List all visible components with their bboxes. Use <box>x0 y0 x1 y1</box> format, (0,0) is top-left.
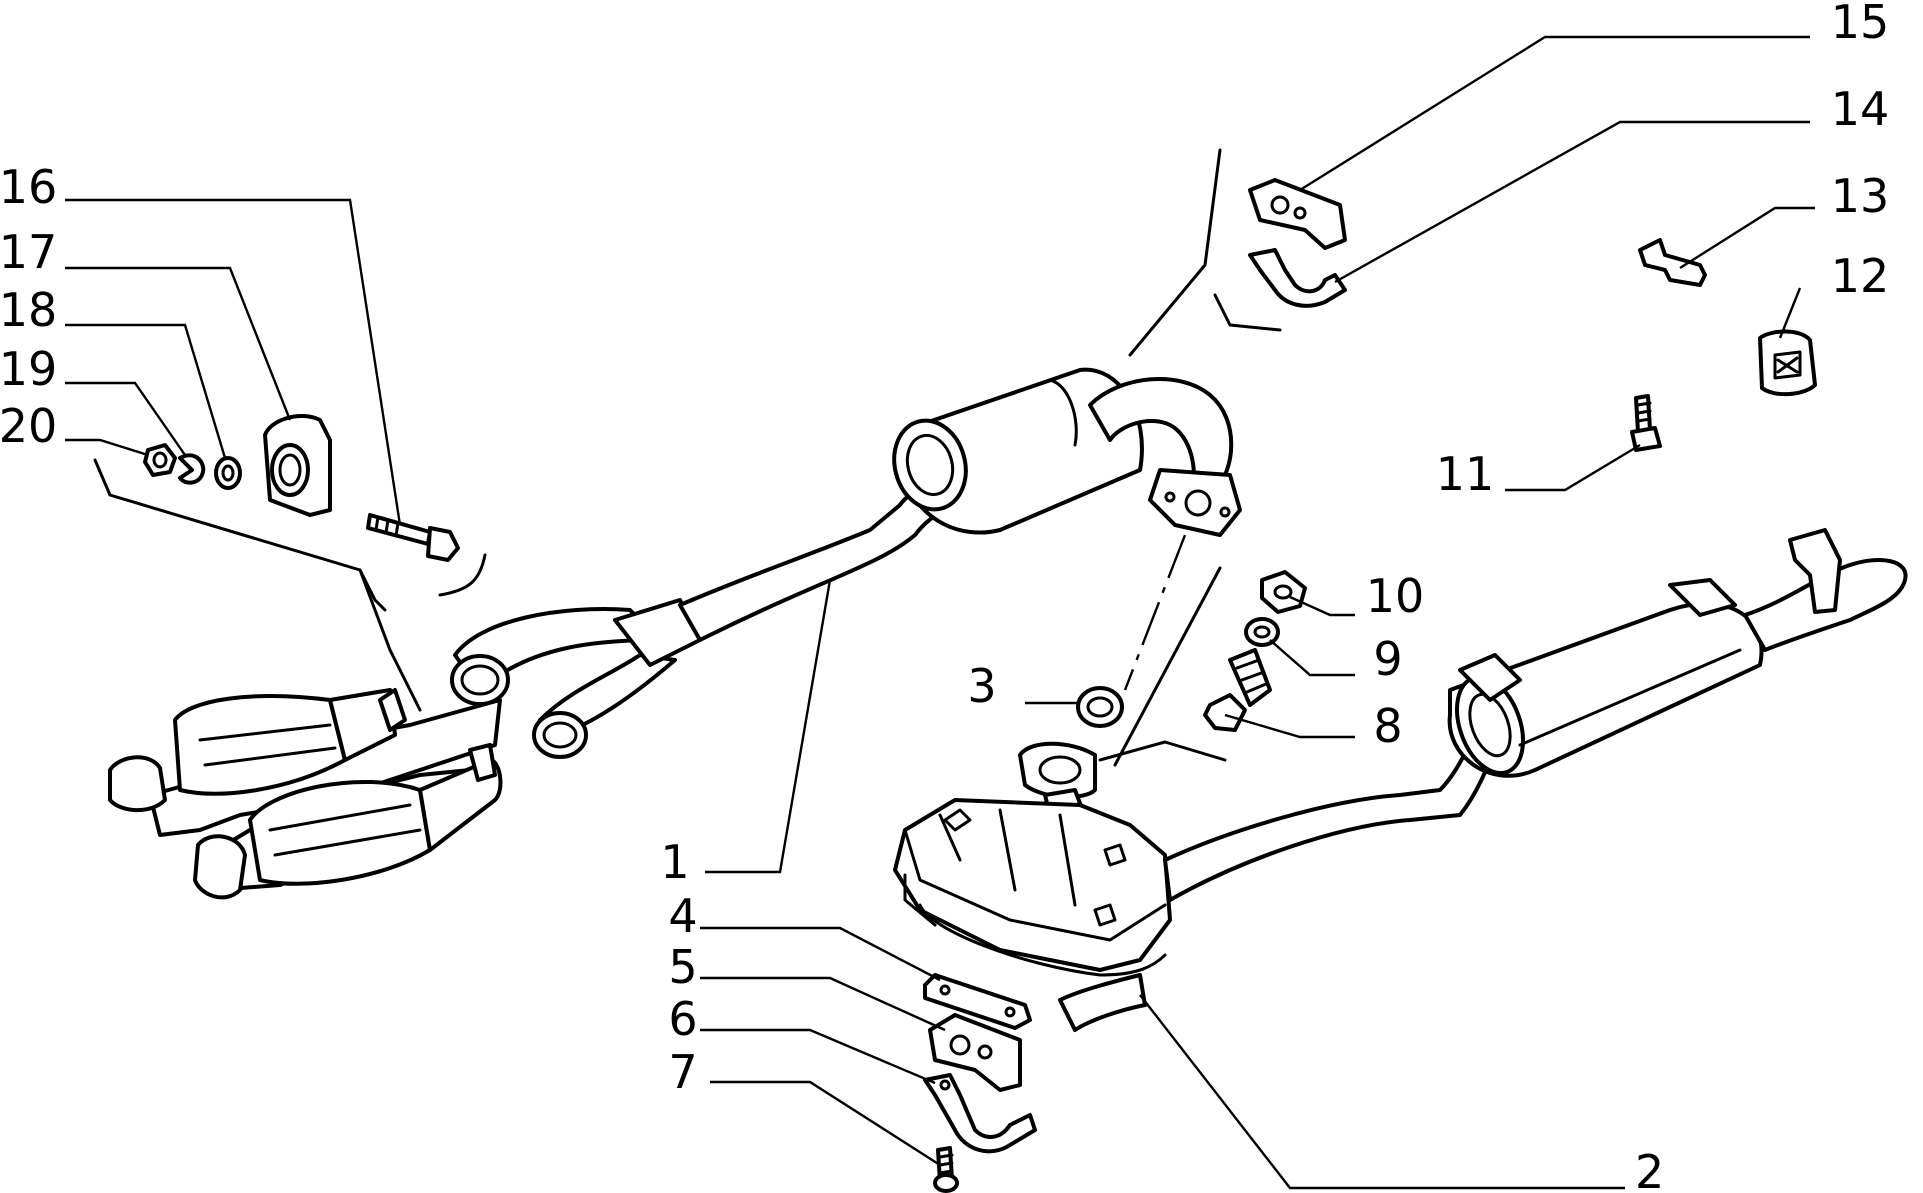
callout-13: 13 <box>1831 169 1890 223</box>
callout-9: 9 <box>1373 632 1402 686</box>
nut-20 <box>143 443 177 477</box>
callout-6: 6 <box>668 992 697 1046</box>
alignment-line <box>1123 534 1187 691</box>
rubber-insulator <box>1758 329 1817 397</box>
rubber-bush <box>263 414 332 517</box>
gasket-ring <box>1076 686 1124 728</box>
callout-19: 19 <box>0 342 57 396</box>
nut-10 <box>1260 570 1307 614</box>
front-pipe-assembly <box>450 367 1242 759</box>
callout-7: 7 <box>668 1045 697 1099</box>
screw-small <box>933 1146 959 1193</box>
strap-bracket <box>923 1073 1037 1154</box>
callout-15: 15 <box>1831 0 1890 49</box>
rubber-mount <box>928 1013 1022 1092</box>
upper-strap-bracket <box>1248 248 1347 308</box>
rubber-plate <box>923 973 1032 1030</box>
callout-17: 17 <box>0 225 57 279</box>
screw-11 <box>1630 394 1662 452</box>
hook-bracket <box>1638 238 1707 287</box>
callout-1: 1 <box>660 835 689 889</box>
callout-2: 2 <box>1635 1145 1664 1193</box>
callout-14: 14 <box>1831 82 1890 136</box>
group-boundary-left <box>93 458 487 712</box>
spring-washer-19 <box>178 453 206 485</box>
long-bolt <box>366 513 460 562</box>
callout-12: 12 <box>1831 249 1890 303</box>
catalytic-converters <box>108 688 503 900</box>
callout-11: 11 <box>1436 447 1495 501</box>
callout-16: 16 <box>0 160 57 214</box>
callout-18: 18 <box>0 283 57 337</box>
callout-4: 4 <box>668 889 697 943</box>
callout-5: 5 <box>668 940 697 994</box>
washer-18 <box>214 456 242 490</box>
upper-rubber-mount <box>1248 178 1347 250</box>
washer-9 <box>1244 617 1280 647</box>
group-boundary-right <box>1098 148 1282 767</box>
callout-8: 8 <box>1373 699 1402 753</box>
callout-3: 3 <box>967 659 996 713</box>
bolt-8 <box>1203 648 1272 732</box>
callout-20: 20 <box>0 399 57 453</box>
callout-10: 10 <box>1366 569 1425 623</box>
leader-lines <box>65 35 1815 1190</box>
rear-muffler-assembly <box>893 528 1908 1032</box>
